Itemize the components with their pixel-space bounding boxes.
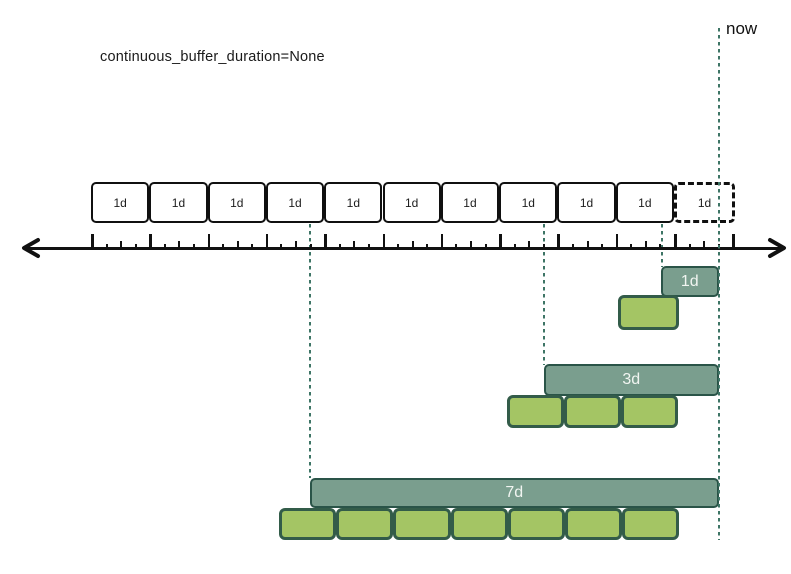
axis-tick bbox=[557, 233, 560, 250]
axis-tick bbox=[440, 233, 444, 250]
completed-run-box bbox=[618, 295, 679, 330]
axis-tick bbox=[193, 243, 196, 250]
day-box: 1d bbox=[324, 182, 383, 223]
axis-tick bbox=[382, 233, 385, 250]
axis-tick bbox=[324, 233, 327, 250]
axis-tick bbox=[601, 243, 604, 250]
day-box-label: 1d bbox=[463, 195, 477, 210]
now-label: now bbox=[726, 19, 758, 38]
axis-tick bbox=[236, 240, 239, 250]
axis-tick bbox=[280, 243, 283, 250]
axis-tick bbox=[644, 240, 647, 250]
axis-tick bbox=[309, 243, 312, 250]
guide-line-3d-start bbox=[543, 224, 545, 365]
axis-tick bbox=[630, 243, 633, 250]
completed-run-box bbox=[565, 508, 623, 540]
day-box: 1d bbox=[499, 182, 558, 223]
axis-tick bbox=[703, 240, 706, 250]
window-bar-1d: 1d bbox=[661, 266, 719, 297]
day-box: 1d bbox=[265, 182, 325, 223]
axis-tick bbox=[513, 243, 516, 250]
day-box-label: 1d bbox=[346, 195, 361, 210]
day-box-label: 1d bbox=[288, 195, 302, 210]
day-box-label: 1d bbox=[579, 195, 594, 210]
day-box-label: 1d bbox=[171, 195, 186, 210]
day-box: 1d bbox=[440, 182, 500, 223]
axis-tick bbox=[367, 243, 370, 250]
completed-run-box bbox=[621, 395, 678, 428]
completed-run-box bbox=[622, 508, 680, 540]
axis-tick bbox=[397, 243, 400, 250]
axis-tick bbox=[134, 243, 137, 250]
window-bar-label: 3d bbox=[622, 371, 641, 388]
axis-tick bbox=[455, 243, 458, 250]
day-box-label: 1d bbox=[521, 195, 535, 210]
axis-tick bbox=[542, 243, 545, 250]
day-box-label: 1d bbox=[113, 195, 127, 210]
axis-tick bbox=[484, 243, 487, 250]
axis-tick bbox=[163, 243, 166, 250]
axis-tick bbox=[528, 240, 531, 250]
completed-run-box bbox=[393, 508, 451, 540]
axis-tick bbox=[295, 240, 298, 250]
axis-tick bbox=[338, 243, 341, 250]
day-box-label: 1d bbox=[404, 195, 419, 210]
completed-run-box bbox=[336, 508, 394, 540]
window-bar-label: 1d bbox=[680, 272, 699, 290]
axis-tick bbox=[674, 233, 677, 250]
window-bar-label: 7d bbox=[505, 484, 524, 501]
completed-run-box bbox=[279, 508, 337, 540]
axis-tick bbox=[353, 240, 356, 250]
day-box: 1d bbox=[615, 182, 674, 223]
day-box-label: 1d bbox=[697, 195, 712, 210]
axis-tick bbox=[571, 243, 574, 250]
completed-run-box bbox=[450, 508, 508, 540]
day-box-label: 1d bbox=[638, 195, 652, 210]
day-box: 1d bbox=[557, 182, 616, 223]
day-box-label: 1d bbox=[230, 195, 244, 210]
day-box: 1d bbox=[382, 182, 441, 223]
axis-arrow-right-icon bbox=[768, 238, 786, 258]
axis-tick bbox=[615, 233, 619, 250]
axis-tick bbox=[149, 233, 152, 250]
axis-tick bbox=[732, 233, 735, 250]
window-bar-3d: 3d bbox=[544, 364, 719, 396]
axis-tick bbox=[105, 243, 108, 250]
time-axis-line bbox=[28, 246, 780, 250]
axis-tick bbox=[207, 233, 211, 250]
axis-tick bbox=[586, 240, 589, 250]
day-box-dashed: 1d bbox=[674, 182, 735, 223]
axis-tick bbox=[265, 233, 269, 250]
axis-tick bbox=[91, 233, 94, 250]
axis-tick bbox=[178, 240, 181, 250]
guide-line-now bbox=[717, 28, 720, 540]
diagram-title: continuous_buffer_duration=None bbox=[100, 49, 325, 65]
axis-tick bbox=[688, 243, 691, 250]
axis-arrow-left-icon bbox=[22, 238, 40, 258]
day-box: 1d bbox=[207, 182, 266, 223]
guide-line-1d-start bbox=[660, 224, 663, 267]
completed-run-box bbox=[564, 395, 621, 428]
completed-run-box bbox=[507, 508, 565, 540]
axis-tick bbox=[120, 240, 123, 250]
axis-tick bbox=[499, 233, 502, 250]
axis-tick bbox=[251, 243, 254, 250]
window-bar-7d: 7d bbox=[310, 478, 719, 508]
axis-tick bbox=[469, 240, 472, 250]
axis-tick bbox=[426, 243, 429, 250]
axis-tick bbox=[411, 240, 414, 250]
day-box: 1d bbox=[91, 182, 150, 223]
axis-tick bbox=[222, 243, 225, 250]
guide-line-7d-start bbox=[309, 224, 311, 478]
completed-run-box bbox=[507, 395, 564, 428]
axis-tick bbox=[659, 243, 662, 250]
time-axis-arrows bbox=[22, 238, 786, 258]
day-box: 1d bbox=[149, 182, 208, 223]
